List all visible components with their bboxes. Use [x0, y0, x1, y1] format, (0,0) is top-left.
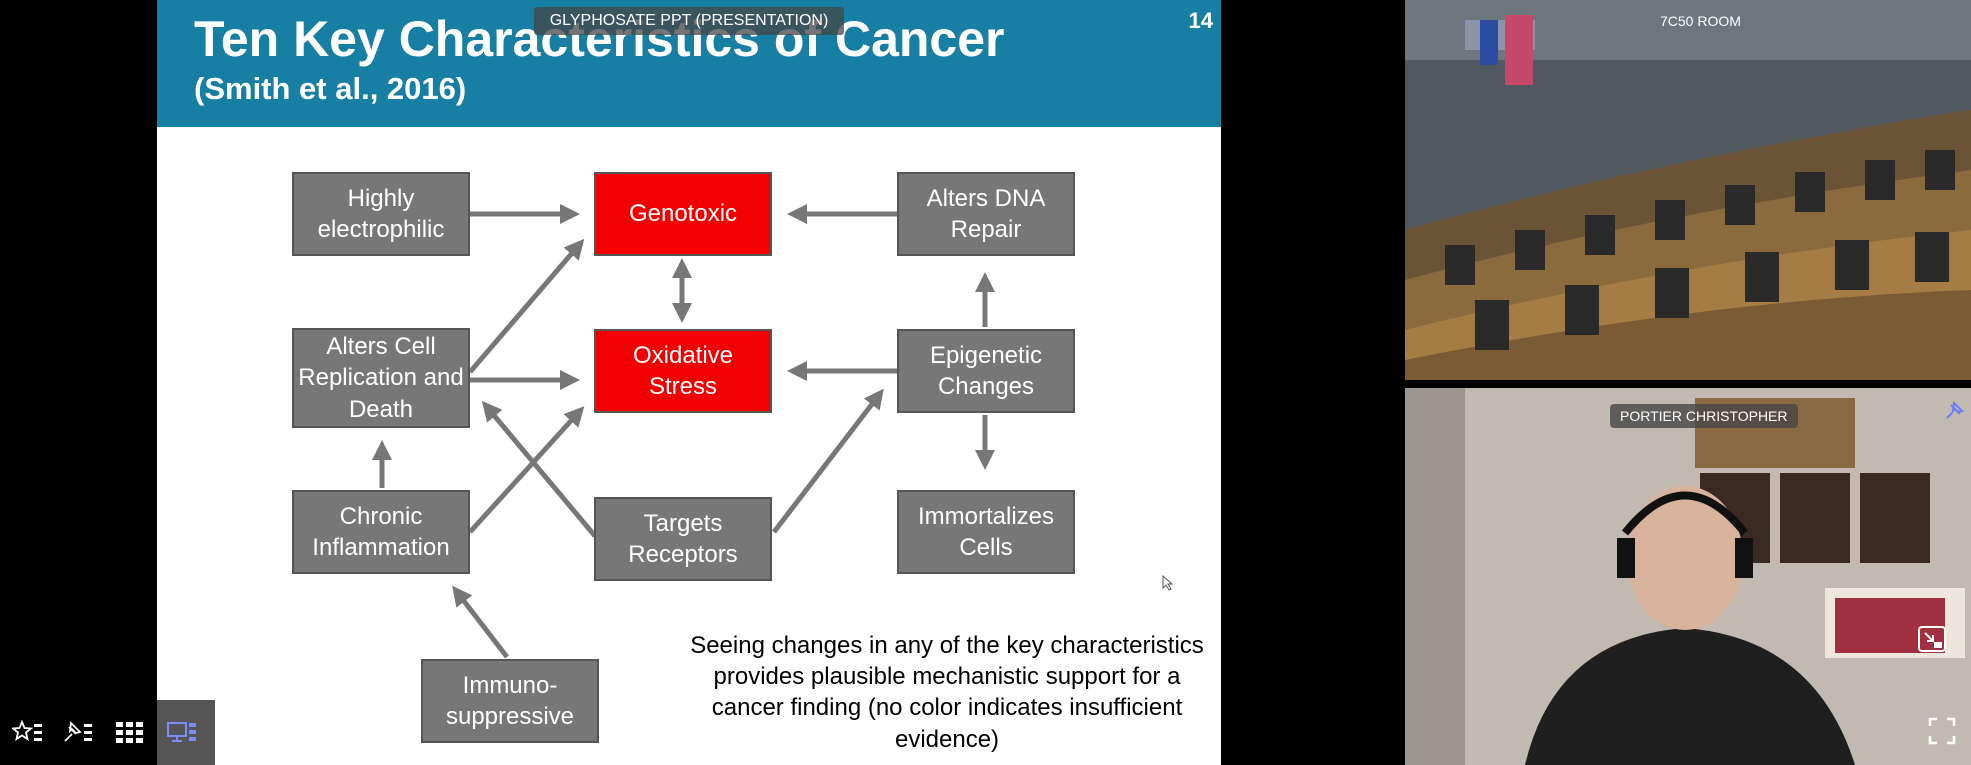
box-label: Epigenetic Changes [929, 341, 1043, 400]
layout-toolbar [0, 700, 220, 765]
box-epigenetic-changes: Epigenetic Changes [897, 329, 1075, 413]
arrow-receptors-epigenetic [772, 388, 884, 534]
arrow-receptors-replication [481, 400, 597, 538]
slide-subtitle: (Smith et al., 2016) [194, 71, 467, 106]
arrow-replication-genotoxic [468, 238, 585, 374]
box-alters-dna-repair: Alters DNA Repair [897, 172, 1075, 256]
speaker-video-feed[interactable]: PORTIER CHRISTOPHER [1405, 388, 1971, 765]
box-label: Genotoxic [628, 200, 738, 228]
box-label: Immuno-suppressive [445, 671, 575, 730]
box-immortalizes-cells: Immortalizes Cells [897, 490, 1075, 574]
diagram-arrows [372, 204, 995, 659]
box-label: Alters Cell Replication and Death [298, 333, 464, 423]
speaker-scene-image [1405, 388, 1971, 765]
mouse-cursor-icon [1162, 575, 1174, 591]
star-list-button[interactable] [10, 714, 46, 750]
box-label: Highly electrophilic [317, 184, 445, 243]
box-label: Oxidative Stress [632, 341, 734, 400]
fullscreen-icon[interactable] [1927, 716, 1957, 746]
star-list-icon [12, 719, 42, 741]
arrow-inflammation-oxidative [468, 406, 585, 534]
box-genotoxic: Genotoxic [594, 172, 772, 256]
slide-number: 14 [1188, 8, 1213, 33]
box-label: Immortalizes Cells [917, 502, 1055, 561]
box-immunosuppressive: Immuno-suppressive [421, 659, 599, 743]
minimize-icon[interactable] [1917, 624, 1947, 654]
grid-layout-button[interactable] [112, 714, 148, 750]
grid-icon [116, 722, 143, 743]
speaker-name-tag: PORTIER CHRISTOPHER [1610, 404, 1798, 428]
box-label: Chronic Inflammation [312, 502, 450, 561]
presentation-layout-icon [167, 722, 196, 742]
arrow-immuno-inflammation [452, 585, 509, 659]
presentation-slide: Ten Key Characteristics of Cancer (Smith… [157, 0, 1221, 765]
box-highly-electrophilic: Highly electrophilic [292, 172, 470, 256]
room-video-feed[interactable]: 7C50 ROOM [1405, 0, 1971, 380]
box-chronic-inflammation: Chronic Inflammation [292, 490, 470, 574]
box-label: Targets Receptors [628, 509, 738, 568]
box-alters-cell-replication: Alters Cell Replication and Death [292, 328, 470, 428]
presentation-layout-button[interactable] [164, 714, 200, 750]
pin-list-icon [64, 721, 92, 742]
slide-caption: Seeing changes in any of the key charact… [690, 632, 1204, 753]
box-targets-receptors: Targets Receptors [594, 497, 772, 581]
box-label: Alters DNA Repair [926, 184, 1046, 243]
room-label: 7C50 ROOM [1660, 13, 1741, 29]
room-scene-image [1405, 0, 1971, 380]
pin-icon[interactable] [1943, 400, 1965, 422]
box-oxidative-stress: Oxidative Stress [594, 329, 772, 413]
presentation-label: GLYPHOSATE PPT (PRESENTATION) [534, 7, 844, 35]
pin-list-button[interactable] [60, 714, 96, 750]
